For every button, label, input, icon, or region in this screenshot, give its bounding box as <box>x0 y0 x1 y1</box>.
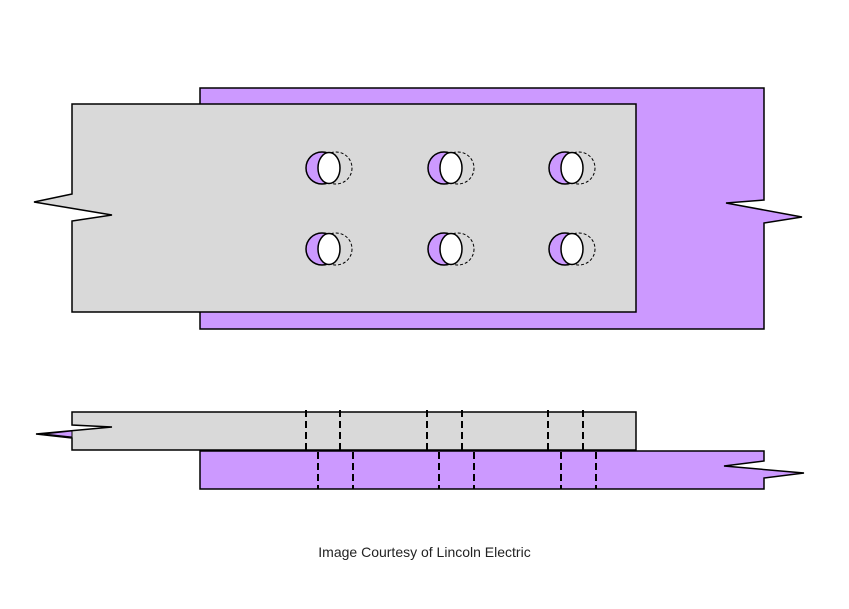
hole-opening <box>439 151 463 185</box>
bolt-hole <box>427 232 475 266</box>
bolt-hole <box>305 232 353 266</box>
bolt-hole <box>548 232 596 266</box>
hole-opening <box>560 232 584 266</box>
bottom-plate-hole-hidden <box>441 232 475 266</box>
bolt-hole <box>548 151 596 185</box>
hole-opening <box>560 151 584 185</box>
hole-opening <box>317 232 341 266</box>
top-plate-plan <box>33 103 637 313</box>
side-break-sliver <box>43 430 73 438</box>
bolt-hole <box>427 151 475 185</box>
side-view <box>35 410 805 490</box>
hole-opening <box>317 151 341 185</box>
hole-opening <box>439 232 463 266</box>
bolt-hole <box>305 151 353 185</box>
bottom-plate-hole-hidden <box>562 151 596 185</box>
image-credit-caption: Image Courtesy of Lincoln Electric <box>318 544 531 560</box>
bottom-plate-hole-hidden <box>562 232 596 266</box>
bottom-plate-hole-hidden <box>319 232 353 266</box>
bolt-holes <box>305 151 596 266</box>
bottom-plate-hole-hidden <box>441 151 475 185</box>
bottom-plate-side <box>199 450 805 490</box>
top-plate-side <box>35 411 637 451</box>
bottom-plate-hole-hidden <box>319 151 353 185</box>
bolt-center-lines <box>305 410 597 489</box>
plan-view <box>33 87 803 330</box>
